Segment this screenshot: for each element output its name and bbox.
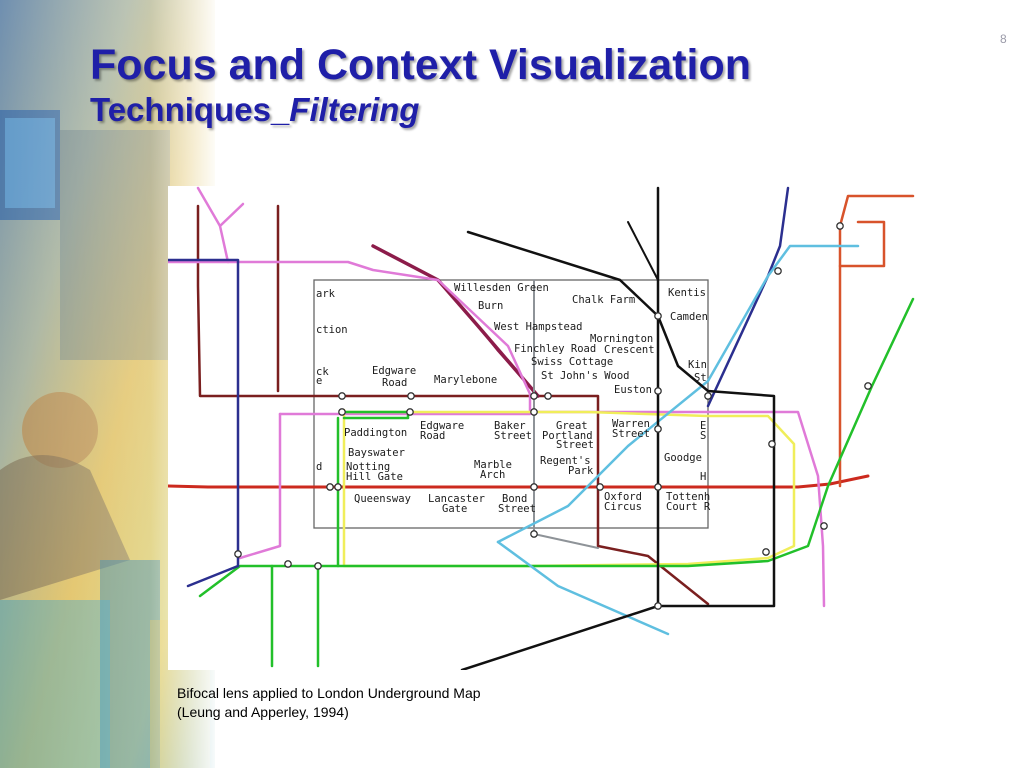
- station-label: Burn: [478, 300, 503, 312]
- station-label: Mornington: [590, 333, 653, 345]
- station-label: Lancaster: [428, 493, 485, 505]
- station-label: Circus: [604, 501, 642, 513]
- station-label: Street: [498, 503, 536, 515]
- caption-line-2: (Leung and Apperley, 1994): [177, 704, 349, 720]
- tube-line-northern: [466, 230, 776, 608]
- tube-line-east-london: [838, 220, 886, 268]
- station-label: Court R: [666, 501, 711, 513]
- station-label: Marylebone: [434, 374, 497, 386]
- station-label: Warren: [612, 418, 650, 430]
- station-labels: Willesden Green Burn West Hampstead Finc…: [316, 282, 711, 515]
- tube-line-piccadilly: [166, 258, 240, 568]
- tube-line-district: [336, 297, 915, 568]
- tube-line-bakerloo: [196, 204, 710, 606]
- station-label: Park: [568, 465, 594, 477]
- station-label: Street: [556, 439, 594, 451]
- station-label: Queensway: [354, 493, 411, 505]
- tube-line-northern: [460, 604, 660, 672]
- station-label: e: [316, 375, 322, 387]
- underground-map: Willesden Green Burn West Hampstead Finc…: [166, 186, 924, 672]
- station-label: Camden: [670, 311, 708, 323]
- station-label: Edgware: [372, 365, 416, 377]
- tube-line-hammersmith: [238, 412, 282, 560]
- station-label: Road: [420, 430, 445, 442]
- tube-line-hammersmith: [218, 202, 245, 228]
- station-label: Street: [612, 428, 650, 440]
- station-label: Marble: [474, 459, 512, 471]
- station-label: Notting: [346, 461, 390, 473]
- station-label: Street: [494, 430, 532, 442]
- slide-title: Focus and Context Visualization Techniqu…: [90, 41, 752, 127]
- station-label: Kin: [688, 359, 707, 371]
- tube-line-northern: [627, 221, 659, 281]
- tube-line-central: [166, 484, 210, 489]
- station-label: St: [694, 372, 707, 384]
- station-label: Finchley Road: [514, 343, 596, 355]
- station-label: Tottenh: [666, 491, 710, 503]
- station-label: Goodge: [664, 452, 702, 464]
- station-label: Bond: [502, 493, 527, 505]
- caption-line-1: Bifocal lens applied to London Undergrou…: [177, 685, 481, 701]
- station-label: Portland: [542, 430, 593, 442]
- station-label: Willesden Green: [454, 282, 549, 294]
- station-label: St John's Wood: [541, 370, 630, 382]
- station-label: Edgware: [420, 420, 464, 432]
- station-label: Regent's: [540, 455, 591, 467]
- tube-line-hammersmith: [166, 260, 826, 608]
- station-label: Paddington: [344, 427, 407, 439]
- station-label: Great: [556, 420, 588, 432]
- station-label: Crescent: [604, 344, 655, 356]
- station-label: Road: [382, 377, 407, 389]
- station-label: Chalk Farm: [572, 294, 635, 306]
- station-label: S: [700, 430, 706, 442]
- station-label: Kentis: [668, 287, 706, 299]
- tube-line-victoria: [496, 540, 670, 636]
- tube-line-central: [206, 474, 870, 489]
- station-label: Euston: [614, 384, 652, 396]
- station-label: ark: [316, 288, 336, 300]
- station-label: H: [700, 471, 706, 483]
- station-label: Hill Gate: [346, 471, 403, 483]
- tube-line-east-london: [838, 194, 915, 488]
- station-label: Arch: [480, 469, 505, 481]
- station-label: Oxford: [604, 491, 642, 503]
- station-markers: [234, 222, 872, 610]
- station-label: Gate: [442, 503, 467, 515]
- station-label: West Hampstead: [494, 321, 583, 333]
- background-photo-strip: [0, 0, 215, 768]
- station-label: ction: [316, 324, 348, 336]
- bifocal-map-figure: Willesden Green Burn West Hampstead Finc…: [166, 186, 924, 672]
- title-line-1: Focus and Context Visualization: [90, 41, 752, 89]
- background-collage-illustration: [0, 0, 215, 768]
- station-label: E: [700, 420, 706, 432]
- tube-line-victoria: [496, 244, 860, 544]
- tube-line-piccadilly: [706, 186, 790, 408]
- page-number: 8: [1000, 32, 1007, 46]
- title-emphasis: Filtering: [289, 91, 420, 128]
- station-label: d: [316, 461, 322, 473]
- figure-caption: Bifocal lens applied to London Undergrou…: [177, 684, 481, 722]
- station-label: Bayswater: [348, 447, 405, 459]
- tube-line-piccadilly: [186, 564, 240, 588]
- title-line-2: Techniques_Filtering: [90, 93, 751, 126]
- title-line-2-prefix: Techniques_: [90, 91, 290, 128]
- station-label: ck: [316, 366, 329, 378]
- station-label: Baker: [494, 420, 526, 432]
- station-label: Swiss Cottage: [531, 356, 613, 368]
